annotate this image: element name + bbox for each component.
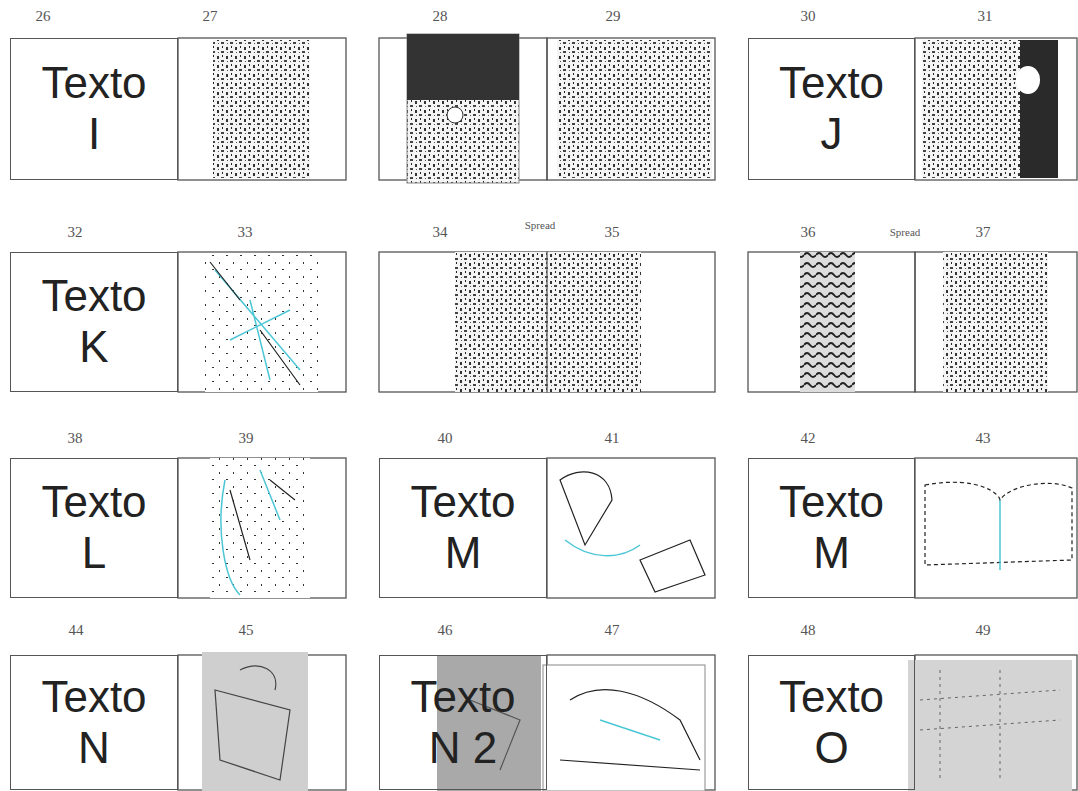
page-number: 46 xyxy=(438,622,453,639)
page-number: 40 xyxy=(438,430,453,447)
spread-note: Spread xyxy=(890,226,921,238)
page-text: Texto I xyxy=(30,58,158,159)
page-number: 39 xyxy=(239,430,254,447)
text-page: Texto N 2 xyxy=(379,655,547,790)
page-number: 36 xyxy=(801,224,816,241)
text-page: Texto K xyxy=(10,252,178,392)
page-number: 32 xyxy=(68,224,83,241)
page-number: 44 xyxy=(69,622,84,639)
page-number: 37 xyxy=(976,224,991,241)
text-page: Texto L xyxy=(10,458,178,598)
page-text: Texto N 2 xyxy=(399,672,527,773)
text-page: Texto M xyxy=(379,458,547,598)
page-text: Texto J xyxy=(768,58,896,159)
page-number: 45 xyxy=(239,622,254,639)
page-text: Texto L xyxy=(30,477,158,578)
text-page: Texto O xyxy=(748,655,915,790)
page-text: Texto M xyxy=(768,477,896,578)
page-number: 42 xyxy=(801,430,816,447)
page-number: 34 xyxy=(433,224,448,241)
page-number: 48 xyxy=(801,622,816,639)
text-page: Texto J xyxy=(748,38,915,180)
text-page: Texto I xyxy=(10,38,178,180)
text-page: Texto N xyxy=(10,655,178,790)
page-number: 29 xyxy=(606,8,621,25)
page-number: 49 xyxy=(976,622,991,639)
page-number: 33 xyxy=(238,224,253,241)
text-page: Texto M xyxy=(748,458,915,598)
page-number: 38 xyxy=(68,430,83,447)
page-number: 30 xyxy=(801,8,816,25)
page-number: 28 xyxy=(433,8,448,25)
spread-note: Spread xyxy=(525,219,556,231)
page-text: Texto M xyxy=(399,477,527,578)
page-number: 27 xyxy=(203,8,218,25)
page-number: 26 xyxy=(36,8,51,25)
page-number: 41 xyxy=(605,430,620,447)
page-text: Texto K xyxy=(30,271,158,372)
page-number: 31 xyxy=(978,8,993,25)
page-number: 47 xyxy=(605,622,620,639)
page-number: 35 xyxy=(605,224,620,241)
page-text: Texto O xyxy=(768,672,896,773)
page-text: Texto N xyxy=(30,672,158,773)
page-number: 43 xyxy=(976,430,991,447)
